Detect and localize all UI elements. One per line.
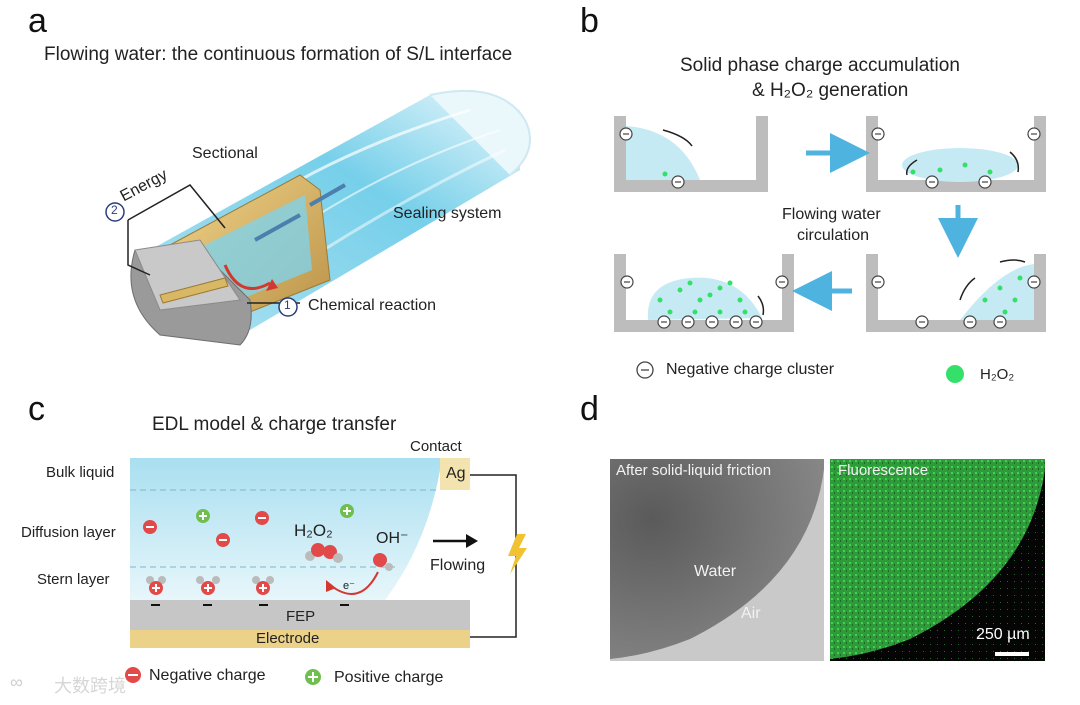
oh-molecule [373, 553, 393, 571]
panel-a-letter: a [28, 2, 47, 40]
panel-b-letter: b [580, 2, 599, 40]
label-sealing: Sealing system [393, 205, 502, 222]
caption-after-friction: After solid-liquid friction [616, 462, 772, 479]
label-contact: Contact [410, 438, 462, 455]
label-air: Air [741, 605, 761, 622]
fep-layer [130, 600, 470, 630]
negative-charges [143, 511, 269, 547]
legend-negative-charge-label: Negative charge [149, 667, 266, 684]
label-sectional: Sectional [192, 145, 258, 162]
stern-molecules [146, 576, 274, 595]
panel-a-title: Flowing water: the continuous formation … [44, 44, 513, 65]
watermark-logo-icon: ∞ [10, 672, 23, 692]
label-h2o2: H₂O₂ [294, 521, 333, 540]
legend-h2o2-label: H₂O₂ [980, 366, 1015, 383]
liquid-region [130, 458, 442, 600]
micrograph-fluorescence [830, 459, 1045, 661]
scale-bar [995, 652, 1029, 656]
panel-c-letter: c [28, 390, 45, 428]
label-ag: Ag [446, 465, 466, 482]
label-chemical: Chemical reaction [308, 297, 437, 314]
container-4 [866, 254, 1046, 332]
label-flowing: Flowing [430, 557, 486, 574]
h2o2-molecule [305, 543, 343, 563]
label-water: Water [694, 563, 737, 580]
container-3 [614, 254, 794, 332]
legend-h2o2-icon [946, 365, 964, 383]
micrograph-brightfield [610, 459, 824, 661]
ag-contact [440, 458, 470, 490]
h2o2-dots [657, 162, 1023, 315]
tube-end [429, 89, 531, 176]
label-electrode: Electrode [256, 630, 320, 647]
caption-fluorescence: Fluorescence [838, 462, 929, 479]
scale-bar-label: 250 µm [976, 626, 1030, 643]
electrode-layer [130, 630, 470, 648]
label-fep: FEP [286, 608, 316, 625]
label-electron: e⁻ [343, 580, 355, 592]
chem-number-circle [278, 297, 298, 317]
panel-b-title-line2: & H₂O₂ generation [752, 80, 909, 101]
container-2 [866, 116, 1046, 192]
panel-c-title: EDL model & charge transfer [152, 414, 397, 435]
panel-d-letter: d [580, 390, 599, 428]
energy-number-circle [105, 202, 125, 222]
label-stern-layer: Stern layer [37, 571, 110, 588]
chem-number: 1 [284, 298, 291, 312]
positive-charges [196, 504, 354, 523]
panel-b-title-line1: Solid phase charge accumulation [680, 55, 960, 76]
label-bulk-liquid: Bulk liquid [46, 464, 115, 481]
label-circulation: circulation [797, 227, 870, 244]
energy-number: 2 [111, 203, 118, 217]
label-flowing-water: Flowing water [782, 206, 881, 223]
flowing-arrow [466, 534, 478, 548]
label-diffusion-layer: Diffusion layer [21, 524, 116, 541]
legend-positive-charge-label: Positive charge [334, 669, 444, 686]
watermark-text: 大数跨境 [54, 676, 126, 696]
label-oh: OH⁻ [376, 530, 409, 547]
container-1 [614, 116, 768, 192]
lightning-icon [508, 534, 527, 574]
legend-negative-label: Negative charge cluster [666, 361, 835, 378]
